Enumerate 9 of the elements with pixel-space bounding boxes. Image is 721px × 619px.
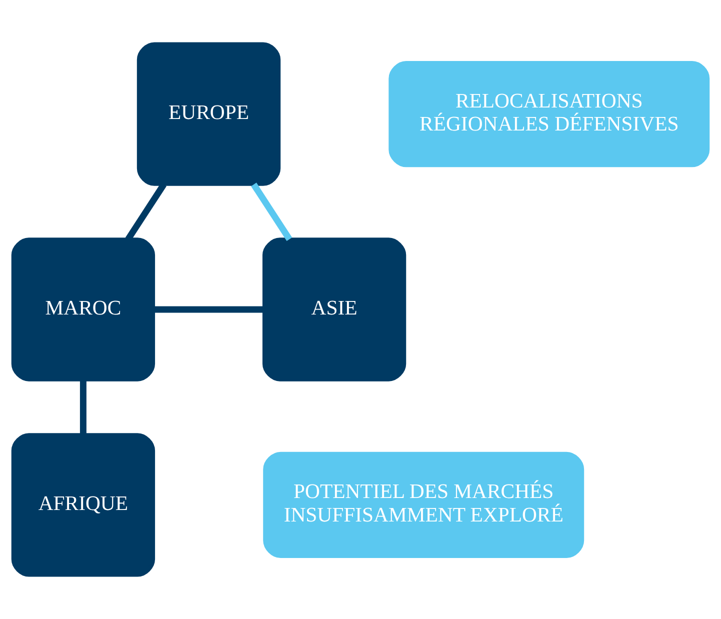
node-box: MAROC	[11, 238, 156, 382]
node-box: ASIE	[262, 238, 406, 382]
connector	[80, 380, 86, 435]
node-box: RELOCALISATIONS RÉGIONALES DÉFENSIVES	[388, 61, 710, 168]
connector	[251, 182, 292, 242]
node-box: POTENTIEL DES MARCHÉS INSUFFISAMMENT EXPLORÉ	[263, 452, 584, 558]
node-box: AFRIQUE	[11, 433, 156, 577]
connector	[153, 306, 264, 313]
node-box: EUROPE	[136, 42, 281, 186]
